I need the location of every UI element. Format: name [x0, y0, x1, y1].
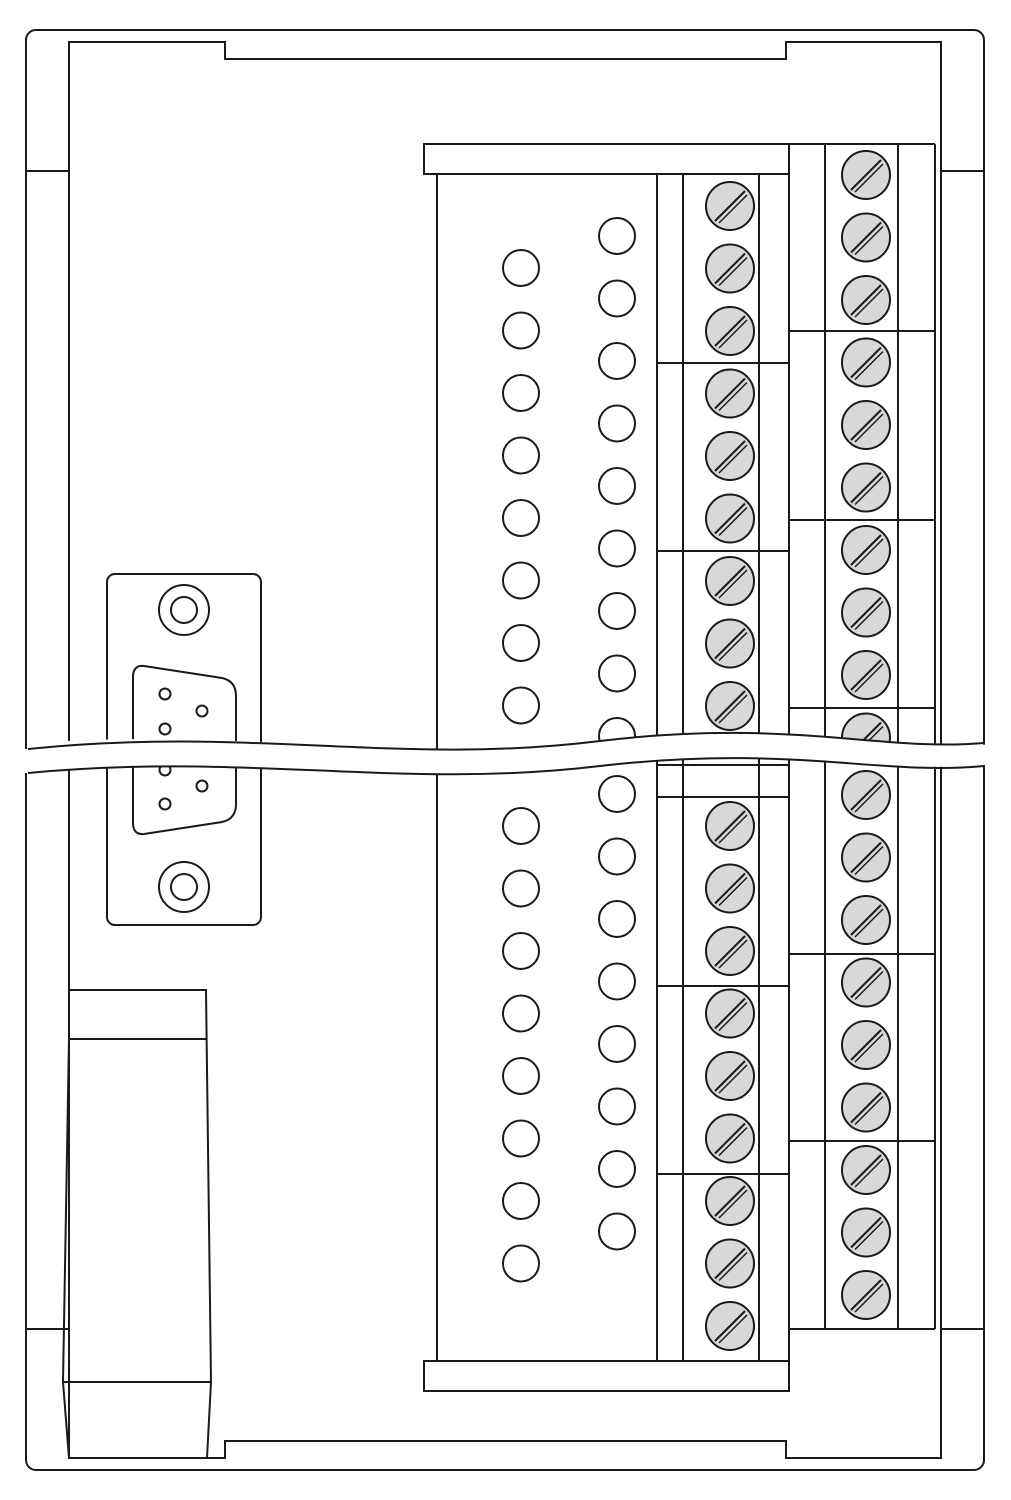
led-right-12-icon: [598, 900, 636, 938]
inner-screw-6-icon: [705, 493, 755, 544]
outer-screw-21-icon: [841, 275, 891, 325]
break-line-upper: [27, 731, 985, 751]
outer-screw-37-icon: [841, 1270, 891, 1320]
terminal-block-bottom-rail: [423, 1360, 790, 1392]
outer-screw-23-icon: [841, 400, 891, 450]
outer-screw-24-icon: [841, 462, 891, 513]
led-left-9-icon: [502, 807, 540, 845]
inner-screw-2-icon: [705, 243, 755, 294]
outer-screw-25-icon: [841, 525, 891, 575]
led-left-7-icon: [502, 624, 540, 662]
led-left-6-icon: [502, 561, 540, 600]
inner-screw-15-icon: [705, 1113, 755, 1164]
din-rail-tab: [61, 989, 213, 1459]
inner-screw-18-icon: [705, 1301, 755, 1351]
inner-screw-16-icon: [705, 1176, 755, 1226]
led-left-1-icon: [502, 249, 540, 287]
inner-screw-7-icon: [705, 556, 755, 606]
inner-screw-12-icon: [705, 926, 755, 976]
inner-screw-13-icon: [705, 988, 755, 1039]
led-right-11-icon: [598, 837, 636, 876]
led-right-5-icon: [598, 467, 636, 505]
inner-screw-1-icon: [705, 181, 755, 231]
led-right-1-icon: [598, 217, 636, 255]
outer-screw-30-icon: [841, 832, 891, 883]
led-columns: [502, 217, 636, 1283]
led-left-16-icon: [502, 1244, 540, 1283]
led-right-7-icon: [598, 592, 636, 630]
inner-screw-9-icon: [705, 681, 755, 731]
led-right-2-icon: [598, 279, 636, 318]
led-right-10-icon: [598, 775, 636, 813]
inner-screw-5-icon: [705, 431, 755, 481]
inner-screw-14-icon: [705, 1051, 755, 1101]
inner-screw-8-icon: [705, 618, 755, 669]
led-left-3-icon: [502, 374, 540, 412]
terminal-screws: [705, 150, 891, 1351]
front-panel-outline: [68, 41, 942, 1459]
mounting-hole-bottom-icon: [158, 861, 210, 913]
outer-screw-29-icon: [841, 770, 891, 820]
led-left-13-icon: [502, 1057, 540, 1095]
led-left-8-icon: [502, 686, 540, 725]
led-right-17-icon: [598, 1212, 636, 1251]
led-left-10-icon: [502, 869, 540, 908]
inner-screw-11-icon: [705, 863, 755, 914]
outer-screw-19-icon: [841, 150, 891, 200]
led-right-16-icon: [598, 1150, 636, 1188]
terminal-block-top-rail: [423, 143, 790, 175]
inner-screw-3-icon: [705, 306, 755, 356]
inner-screw-17-icon: [705, 1238, 755, 1289]
inner-screw-4-icon: [705, 368, 755, 419]
led-left-11-icon: [502, 932, 540, 970]
outer-screw-33-icon: [841, 1020, 891, 1070]
break-line-lower: [27, 757, 985, 776]
led-left-14-icon: [502, 1119, 540, 1158]
inner-screw-10-icon: [705, 801, 755, 851]
outer-screw-35-icon: [841, 1145, 891, 1195]
led-left-15-icon: [502, 1182, 540, 1220]
db9-shell-icon: [132, 664, 237, 836]
led-right-15-icon: [598, 1087, 636, 1126]
outer-screw-34-icon: [841, 1082, 891, 1133]
outer-screw-20-icon: [841, 212, 891, 263]
outer-screw-27-icon: [841, 650, 891, 700]
side-rail-marks: [26, 170, 984, 1330]
led-right-13-icon: [598, 962, 636, 1001]
outer-screw-26-icon: [841, 587, 891, 638]
led-right-6-icon: [598, 529, 636, 568]
led-right-8-icon: [598, 654, 636, 693]
led-left-4-icon: [502, 436, 540, 475]
outer-screw-36-icon: [841, 1207, 891, 1258]
led-left-12-icon: [502, 994, 540, 1033]
led-right-4-icon: [598, 404, 636, 443]
mounting-hole-top-icon: [158, 584, 210, 636]
outer-screw-32-icon: [841, 957, 891, 1008]
led-right-3-icon: [598, 342, 636, 380]
led-left-5-icon: [502, 499, 540, 537]
led-left-2-icon: [502, 311, 540, 350]
outer-screw-31-icon: [841, 895, 891, 945]
outer-screw-22-icon: [841, 337, 891, 388]
led-right-14-icon: [598, 1025, 636, 1063]
